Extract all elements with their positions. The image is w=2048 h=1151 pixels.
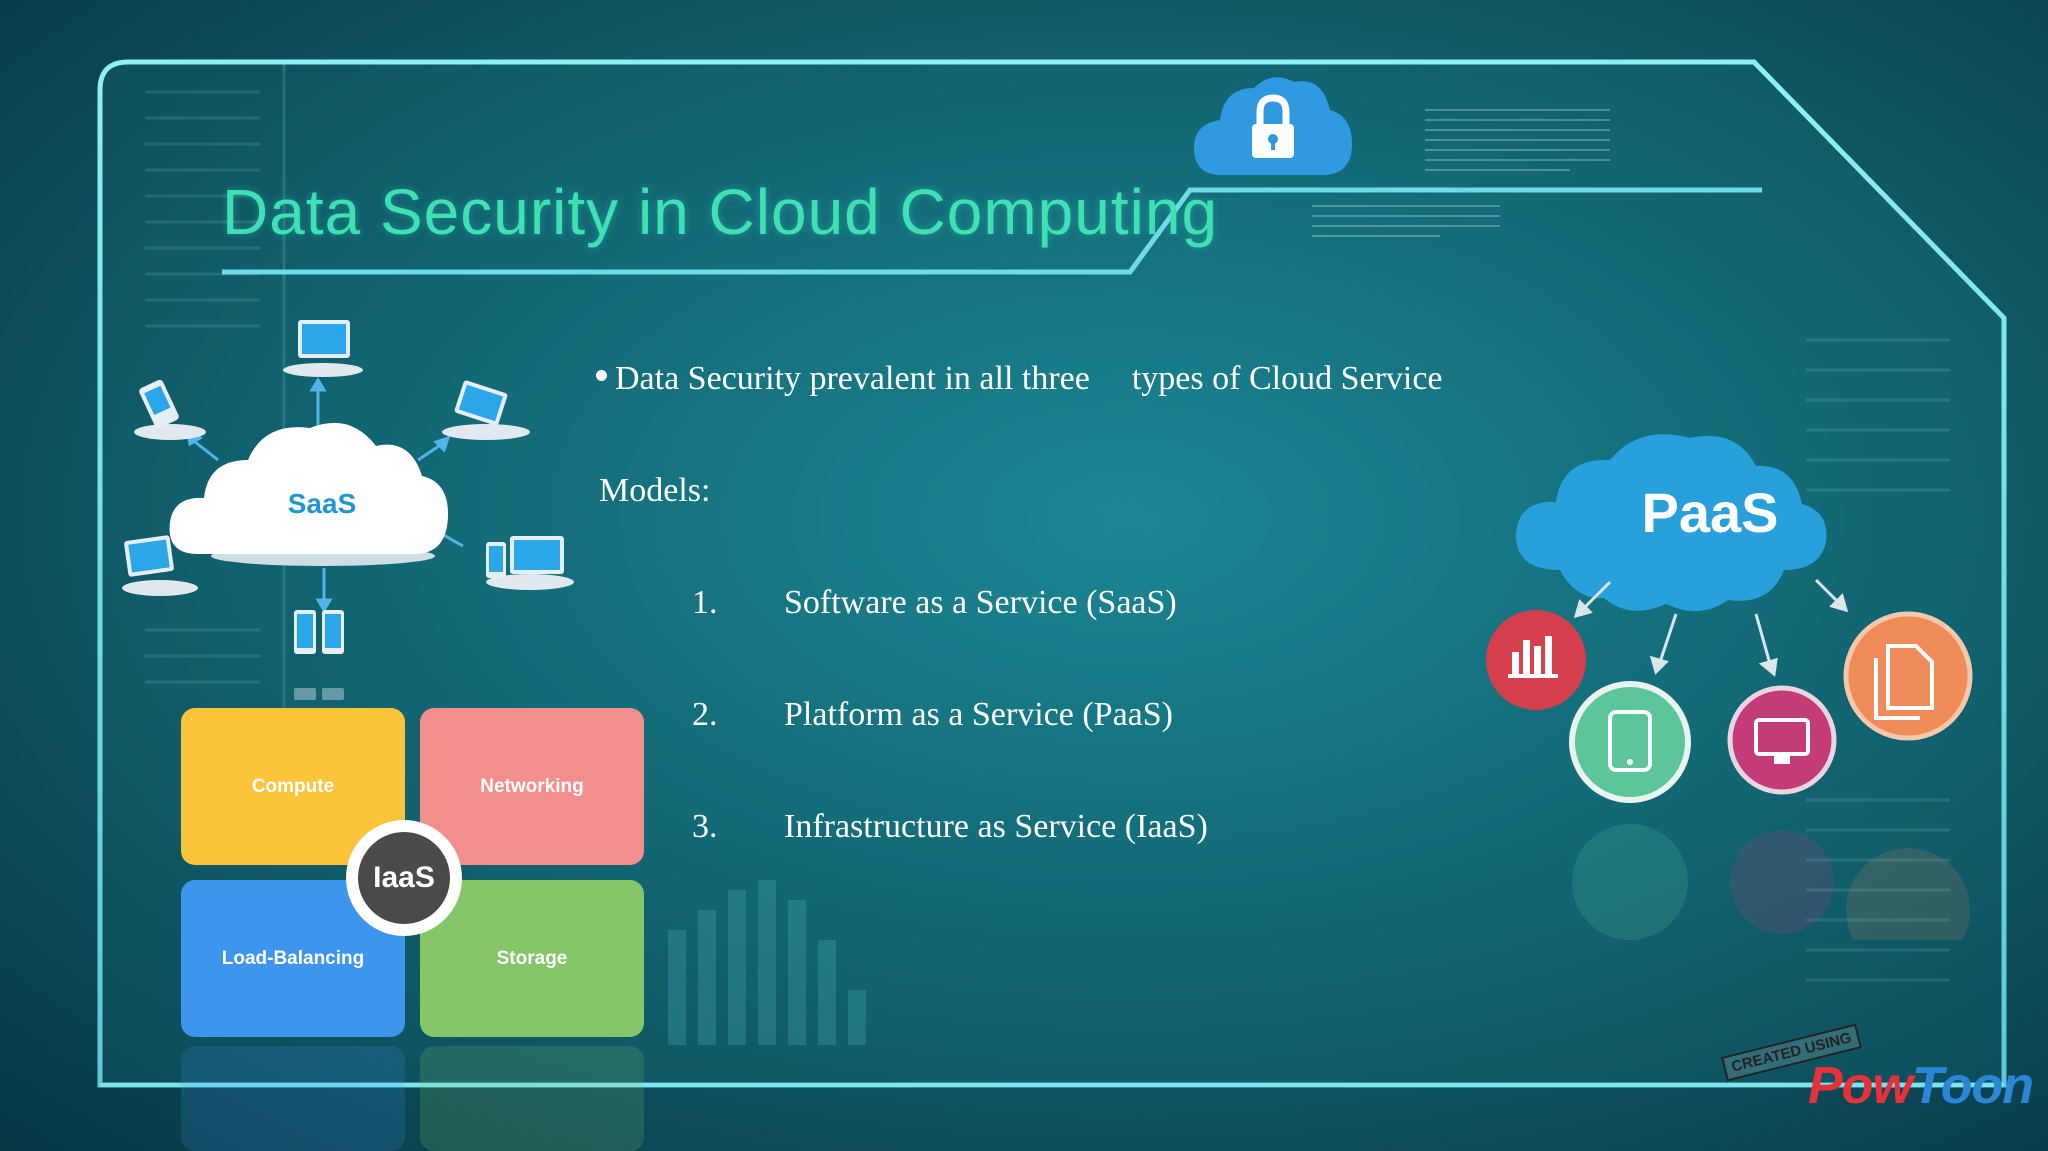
iaas-badge: IaaS	[346, 820, 462, 936]
bar-chart-icon	[1486, 610, 1586, 710]
list-item: Software as a Service (SaaS)	[784, 584, 1177, 621]
bullet-dot-icon	[596, 370, 607, 381]
list-item-number: 1.	[692, 584, 718, 621]
desktop-tablet-device-icon	[486, 536, 574, 590]
powtoon-logo: PowToon	[1808, 1056, 2034, 1116]
list-item-number: 3.	[692, 808, 718, 845]
monitor-icon	[1727, 685, 1837, 934]
paas-label: PaaS	[1641, 481, 1779, 544]
logo-toon-text: Toon	[1911, 1057, 2034, 1115]
list-item-number: 2.	[692, 696, 718, 733]
tablets-device-icon	[294, 610, 344, 700]
bullet-text-part2: types of Cloud Service	[1131, 360, 1443, 397]
paas-cloud-icon	[1515, 434, 1827, 612]
bullet-text-part1: Data Security prevalent in all three	[615, 360, 1090, 397]
tablet-icon	[1569, 681, 1691, 940]
document-icon	[1843, 611, 1973, 940]
laptop-device-icon	[442, 380, 530, 440]
saas-cloud-icon	[169, 422, 449, 566]
phone-device-icon	[134, 379, 206, 440]
storage-tile: Storage	[420, 880, 644, 1037]
list-item: Platform as a Service (PaaS)	[784, 696, 1173, 733]
logo-pow-text: Pow	[1808, 1057, 1913, 1115]
lock-cloud-icon	[1194, 77, 1352, 175]
list-item: Infrastructure as Service (IaaS)	[784, 808, 1208, 845]
monitor-device-icon	[283, 320, 363, 377]
saas-label: SaaS	[287, 488, 357, 519]
saas-diagram	[122, 320, 574, 700]
iaas-label: IaaS	[358, 832, 450, 924]
models-label: Models:	[599, 472, 711, 509]
bullet-point: Data Security prevalent in all three type…	[596, 360, 1443, 398]
networking-tile: Networking	[420, 708, 644, 865]
laptop-left-device-icon	[122, 535, 198, 596]
paas-diagram	[1486, 434, 1973, 940]
slide-title: Data Security in Cloud Computing	[222, 176, 1219, 248]
